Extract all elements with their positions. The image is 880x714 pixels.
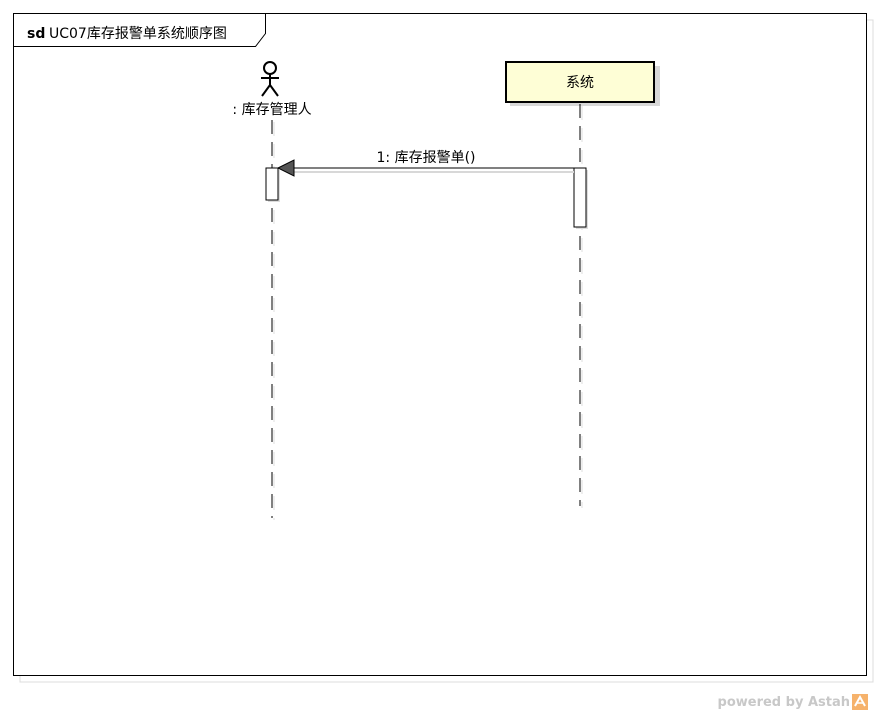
message-1-arrowhead: [276, 159, 295, 177]
system-label: 系统: [566, 75, 594, 91]
actor-label: : 库存管理人: [232, 102, 311, 118]
lifeline-actor[interactable]: : 库存管理人: [232, 61, 312, 520]
frame-keyword: sd: [27, 26, 45, 42]
astah-logo-icon: [852, 694, 868, 710]
frame-title-tab: [13, 13, 266, 47]
message-1-label: 1: 库存报警单(): [377, 150, 476, 166]
actor-activation: [265, 167, 279, 201]
message-1[interactable]: 1: 库存报警单(): [276, 150, 574, 177]
system-box: [505, 61, 655, 103]
watermark: powered by Astah: [718, 694, 868, 710]
frame-title: UC07库存报警单系统顺序图: [49, 26, 227, 42]
system-activation: [573, 167, 587, 228]
diagram-frame: [13, 13, 867, 676]
watermark-text: powered by Astah: [717, 694, 850, 710]
lifeline-system[interactable]: 系统: [505, 61, 660, 508]
actor-icon: [261, 61, 279, 97]
